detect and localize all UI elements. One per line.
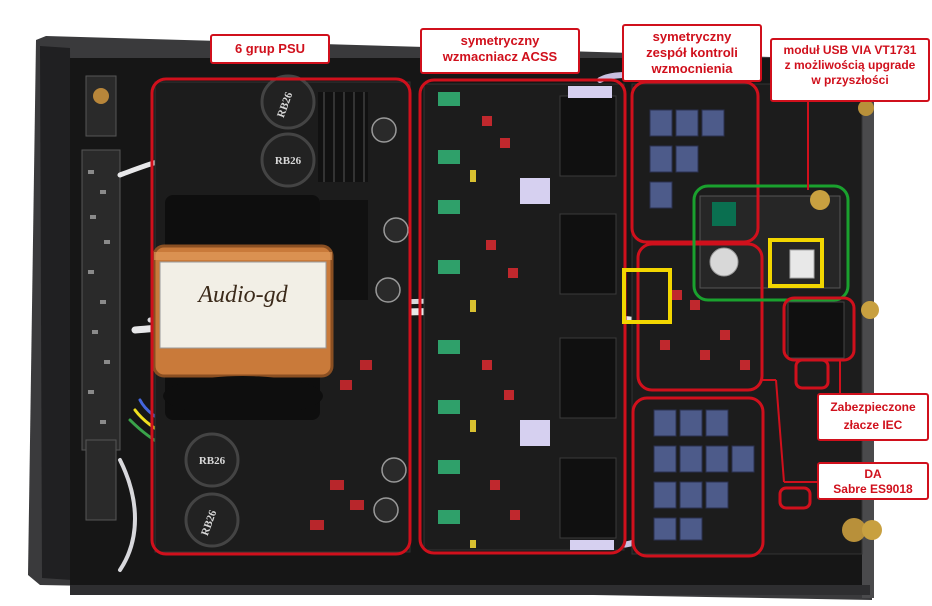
frame-gain-bottom (631, 396, 765, 558)
label-dac-chip: DA Sabre ES9018 (817, 462, 929, 500)
board-markings: Audio-gd RB26 RB26 RB26 RB26 (196, 90, 301, 537)
capacitor-marking-2: RB26 (275, 155, 302, 167)
annotation-frames (150, 77, 856, 558)
label-usb-module: moduł USB VIA VT1731 z możliwością upgra… (770, 38, 930, 102)
label-gain-control: symetryczny zespół kontroli wzmocnienia (622, 24, 762, 82)
transformer-brand-text: Audio-gd (196, 282, 288, 308)
frame-yellow-usb (768, 238, 824, 288)
psu-board (152, 74, 411, 553)
label-acss-amplifier: symetryczny wzmacniacz ACSS (420, 28, 580, 74)
callout-lines (762, 102, 841, 483)
label-iec-inlet: Zabezpieczone złacze IEC (817, 393, 929, 441)
front-panel-board (81, 75, 121, 521)
frame-usb (692, 184, 850, 302)
frame-small-right (794, 358, 830, 390)
frame-psu (150, 77, 412, 556)
frame-dac (636, 242, 764, 392)
frame-small-right-2 (778, 486, 812, 510)
acss-amplifier-board (423, 83, 625, 551)
capacitor-marking-3: RB26 (199, 455, 226, 467)
frame-yellow-dac (622, 268, 672, 324)
label-psu: 6 grup PSU (210, 34, 330, 64)
